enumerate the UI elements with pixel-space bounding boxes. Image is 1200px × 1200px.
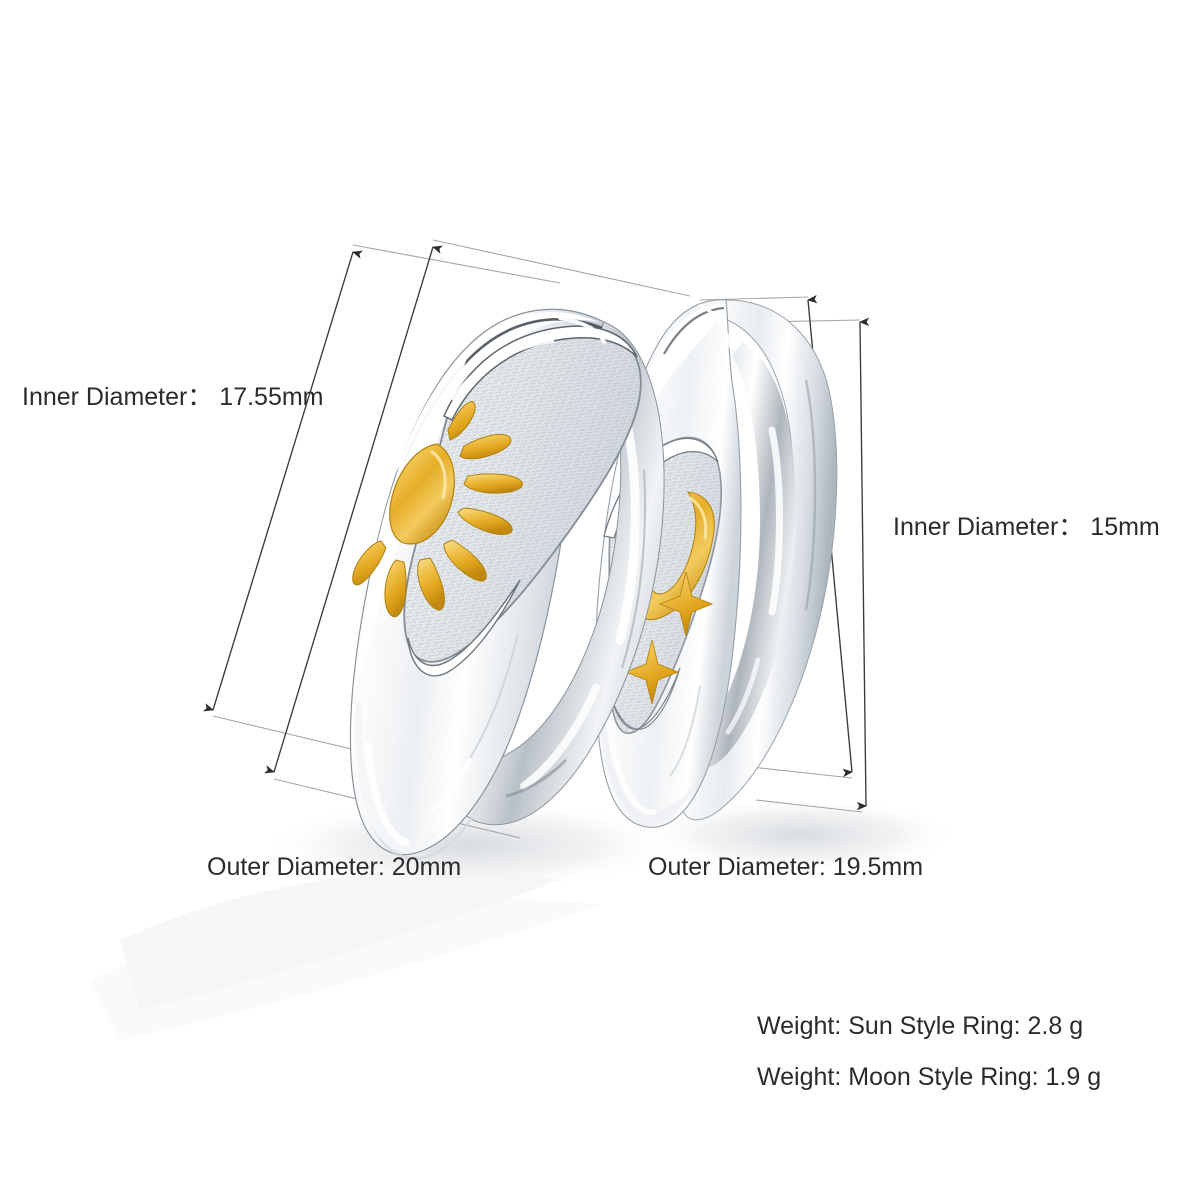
label-inner-diameter-sun: Inner Diameter： 17.55mm bbox=[22, 383, 324, 411]
sun-ring-inner-shaft bbox=[456, 321, 665, 826]
star-icon-lower bbox=[624, 639, 680, 705]
specular-highlights bbox=[428, 304, 732, 814]
weight-moon-ring: Weight: Moon Style Ring: 1.9 g bbox=[757, 1063, 1102, 1091]
label-outer-diameter-moon: Outer Diameter: 19.5mm bbox=[648, 853, 924, 881]
dimension-line-sun-outer bbox=[203, 250, 363, 712]
dimension-line-moon-outer bbox=[856, 317, 870, 811]
drop-shadow bbox=[90, 797, 960, 1040]
star-icon-upper bbox=[658, 571, 714, 637]
label-inner-diameter-moon: Inner Diameter： 15mm bbox=[893, 513, 1160, 541]
sun-icon bbox=[352, 401, 523, 618]
weight-block: Weight: Sun Style Ring: 2.8 g Weight: Mo… bbox=[757, 1014, 1101, 1116]
weight-sun-ring: Weight: Sun Style Ring: 2.8 g bbox=[757, 1012, 1084, 1040]
label-outer-diameter-sun: Outer Diameter: 20mm bbox=[207, 853, 462, 881]
sun-style-ring bbox=[349, 308, 665, 861]
